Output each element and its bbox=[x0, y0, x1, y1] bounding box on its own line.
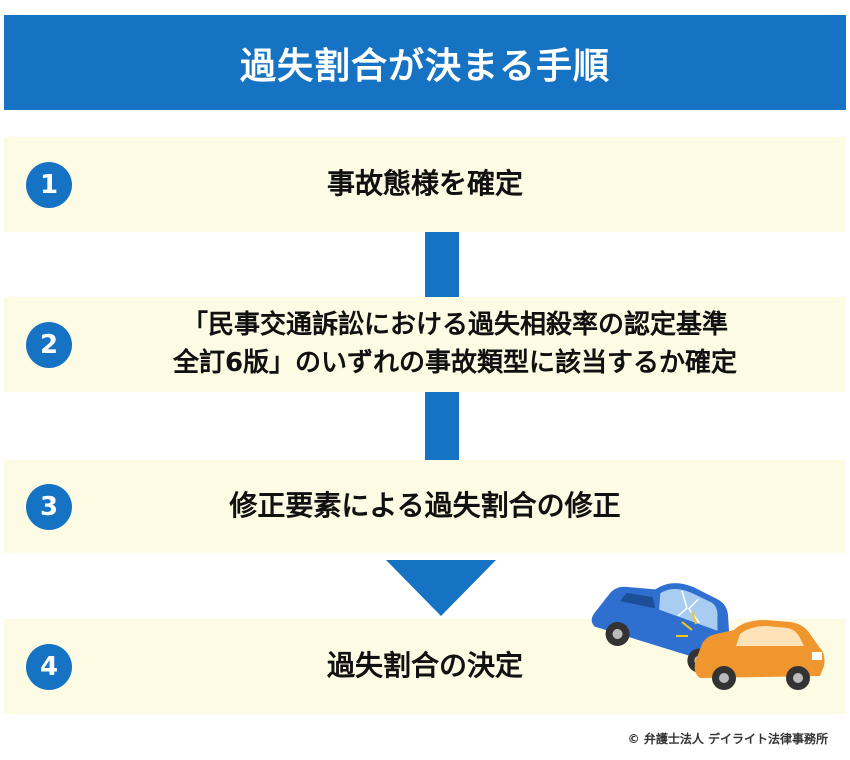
step-4-number: 4 bbox=[39, 651, 59, 682]
step-4-text: 過失割合の決定 bbox=[327, 646, 523, 687]
step-2-text: 「民事交通訴訟における過失相殺率の認定基準 全訂6版」のいずれの事故類型に該当す… bbox=[113, 307, 737, 382]
step-2-line-2: 全訂6版」のいずれの事故類型に該当するか確定 bbox=[172, 347, 738, 378]
page-title: 過失割合が決まる手順 bbox=[4, 15, 846, 110]
step-2-box: 2 「民事交通訴訟における過失相殺率の認定基準 全訂6版」のいずれの事故類型に該… bbox=[4, 297, 846, 392]
copyright-text: © 弁護士法人 デイライト法律事務所 bbox=[627, 732, 828, 746]
copyright-notice: © 弁護士法人 デイライト法律事務所 bbox=[628, 730, 828, 747]
step-2-number: 2 bbox=[39, 329, 59, 360]
step-4-number-badge: 4 bbox=[26, 643, 72, 690]
car-collision-icon bbox=[591, 583, 825, 690]
step-1-text: 事故態様を確定 bbox=[327, 164, 523, 205]
connector-1-2 bbox=[425, 232, 459, 297]
step-2-line-1: 「民事交通訴訟における過失相殺率の認定基準 bbox=[181, 309, 728, 340]
step-2-number-badge: 2 bbox=[26, 321, 72, 368]
step-1-number: 1 bbox=[39, 169, 59, 200]
orange-car-icon bbox=[694, 620, 825, 690]
page-title-text: 過失割合が決まる手順 bbox=[239, 45, 610, 87]
step-3-text: 修正要素による過失割合の修正 bbox=[229, 486, 620, 527]
arrow-down-icon bbox=[386, 560, 496, 616]
impact-marks-icon bbox=[676, 611, 697, 637]
step-3-number: 3 bbox=[39, 491, 59, 522]
step-1-number-badge: 1 bbox=[26, 161, 72, 208]
step-4-line-1: 過失割合の決定 bbox=[326, 649, 523, 683]
step-3-line-1: 修正要素による過失割合の修正 bbox=[229, 489, 621, 523]
step-3-box: 3 修正要素による過失割合の修正 bbox=[4, 460, 846, 553]
step-3-number-badge: 3 bbox=[26, 483, 72, 530]
step-1-box: 1 事故態様を確定 bbox=[4, 137, 846, 232]
step-1-line-1: 事故態様を確定 bbox=[326, 167, 523, 201]
connector-2-3 bbox=[425, 392, 459, 460]
